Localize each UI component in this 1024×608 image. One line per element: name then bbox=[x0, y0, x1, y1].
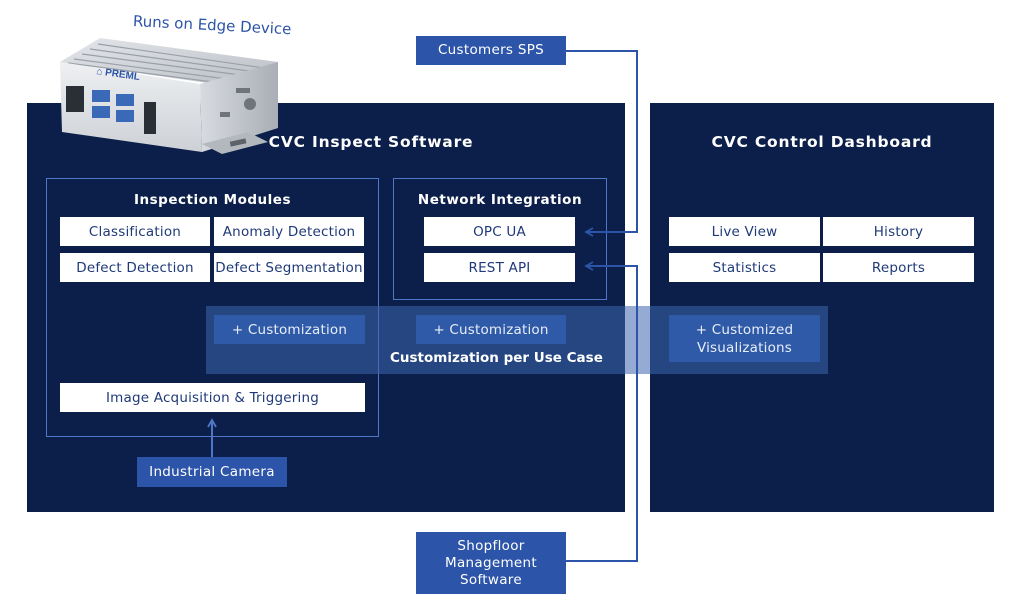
module-classification: Classification bbox=[60, 217, 210, 246]
module-defect-segmentation: Defect Segmentation bbox=[214, 253, 364, 282]
industrial-camera-box: Industrial Camera bbox=[137, 457, 287, 487]
edge-device-icon: ⌂ PREML bbox=[60, 38, 278, 154]
customers-sps-box: Customers SPS bbox=[416, 36, 566, 65]
module-defect-detection: Defect Detection bbox=[60, 253, 210, 282]
dashboard-live-view: Live View bbox=[669, 217, 820, 246]
sps-to-opcua-connector bbox=[566, 50, 638, 237]
control-dashboard-title: CVC Control Dashboard bbox=[711, 133, 933, 151]
dashboard-history: History bbox=[823, 217, 974, 246]
customization-network-box: + Customization bbox=[416, 315, 566, 344]
network-integration-group bbox=[393, 178, 607, 300]
shopfloor-to-restapi-connector bbox=[566, 261, 638, 562]
customized-visualizations-box: + Customized Visualizations bbox=[669, 315, 820, 362]
image-acquisition-box: Image Acquisition & Triggering bbox=[60, 383, 365, 412]
dashboard-statistics: Statistics bbox=[669, 253, 820, 282]
inspection-modules-title: Inspection Modules bbox=[134, 192, 291, 208]
opc-ua-box: OPC UA bbox=[424, 217, 575, 246]
customization-inspection-box: + Customization bbox=[214, 315, 365, 344]
dashboard-reports: Reports bbox=[823, 253, 974, 282]
rest-api-box: REST API bbox=[424, 253, 575, 282]
inspect-software-title: CVC Inspect Software bbox=[268, 133, 474, 151]
network-integration-title: Network Integration bbox=[417, 192, 583, 208]
customization-band-title: Customization per Use Case bbox=[390, 350, 603, 366]
shopfloor-management-box: Shopfloor Management Software bbox=[416, 532, 566, 594]
module-anomaly-detection: Anomaly Detection bbox=[214, 217, 364, 246]
